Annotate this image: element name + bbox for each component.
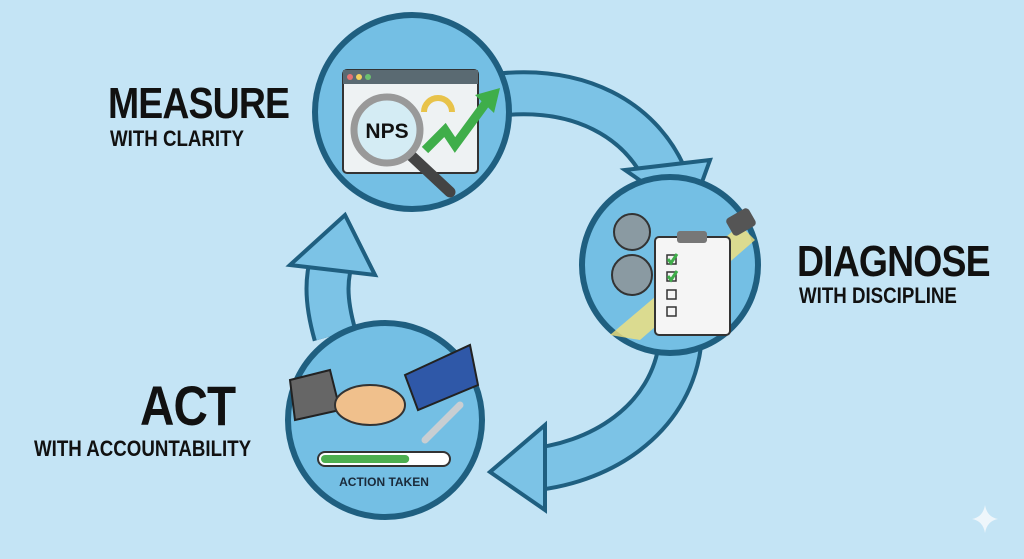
nps-text: NPS bbox=[365, 120, 408, 143]
sparkle-icon bbox=[972, 505, 998, 533]
magnifier-handle bbox=[399, 144, 456, 198]
gauge-icon bbox=[421, 95, 455, 113]
spotlight-icon bbox=[726, 208, 756, 236]
magnifier-icon bbox=[350, 93, 424, 167]
measure-subtitle: WITH CLARITY bbox=[110, 126, 245, 151]
handshake-icon bbox=[334, 384, 406, 426]
trend-arrow-icon bbox=[421, 97, 492, 154]
diagnose-circle bbox=[579, 174, 761, 356]
act-subtitle: WITH ACCOUNTABILITY bbox=[34, 436, 252, 461]
progress-fill bbox=[321, 455, 410, 463]
measure-title: MEASURE bbox=[108, 79, 290, 128]
arrow-diagnose-to-act bbox=[486, 340, 703, 514]
diagnose-title: DIAGNOSE bbox=[797, 237, 991, 286]
act-circle: ACTION TAKEN bbox=[285, 320, 485, 520]
arrow-act-to-measure bbox=[285, 211, 379, 342]
blue-sleeve bbox=[403, 343, 480, 412]
gear-icon bbox=[613, 213, 651, 251]
act-title: ACT bbox=[140, 374, 236, 437]
measure-circle: NPS bbox=[312, 12, 512, 212]
gray-sleeve bbox=[288, 368, 342, 422]
clipboard-icon bbox=[654, 236, 731, 336]
progress-label: ACTION TAKEN bbox=[339, 475, 429, 489]
gear-icon bbox=[611, 254, 653, 296]
diagnose-subtitle: WITH DISCIPLINE bbox=[799, 283, 957, 308]
wrench-icon bbox=[421, 401, 464, 444]
